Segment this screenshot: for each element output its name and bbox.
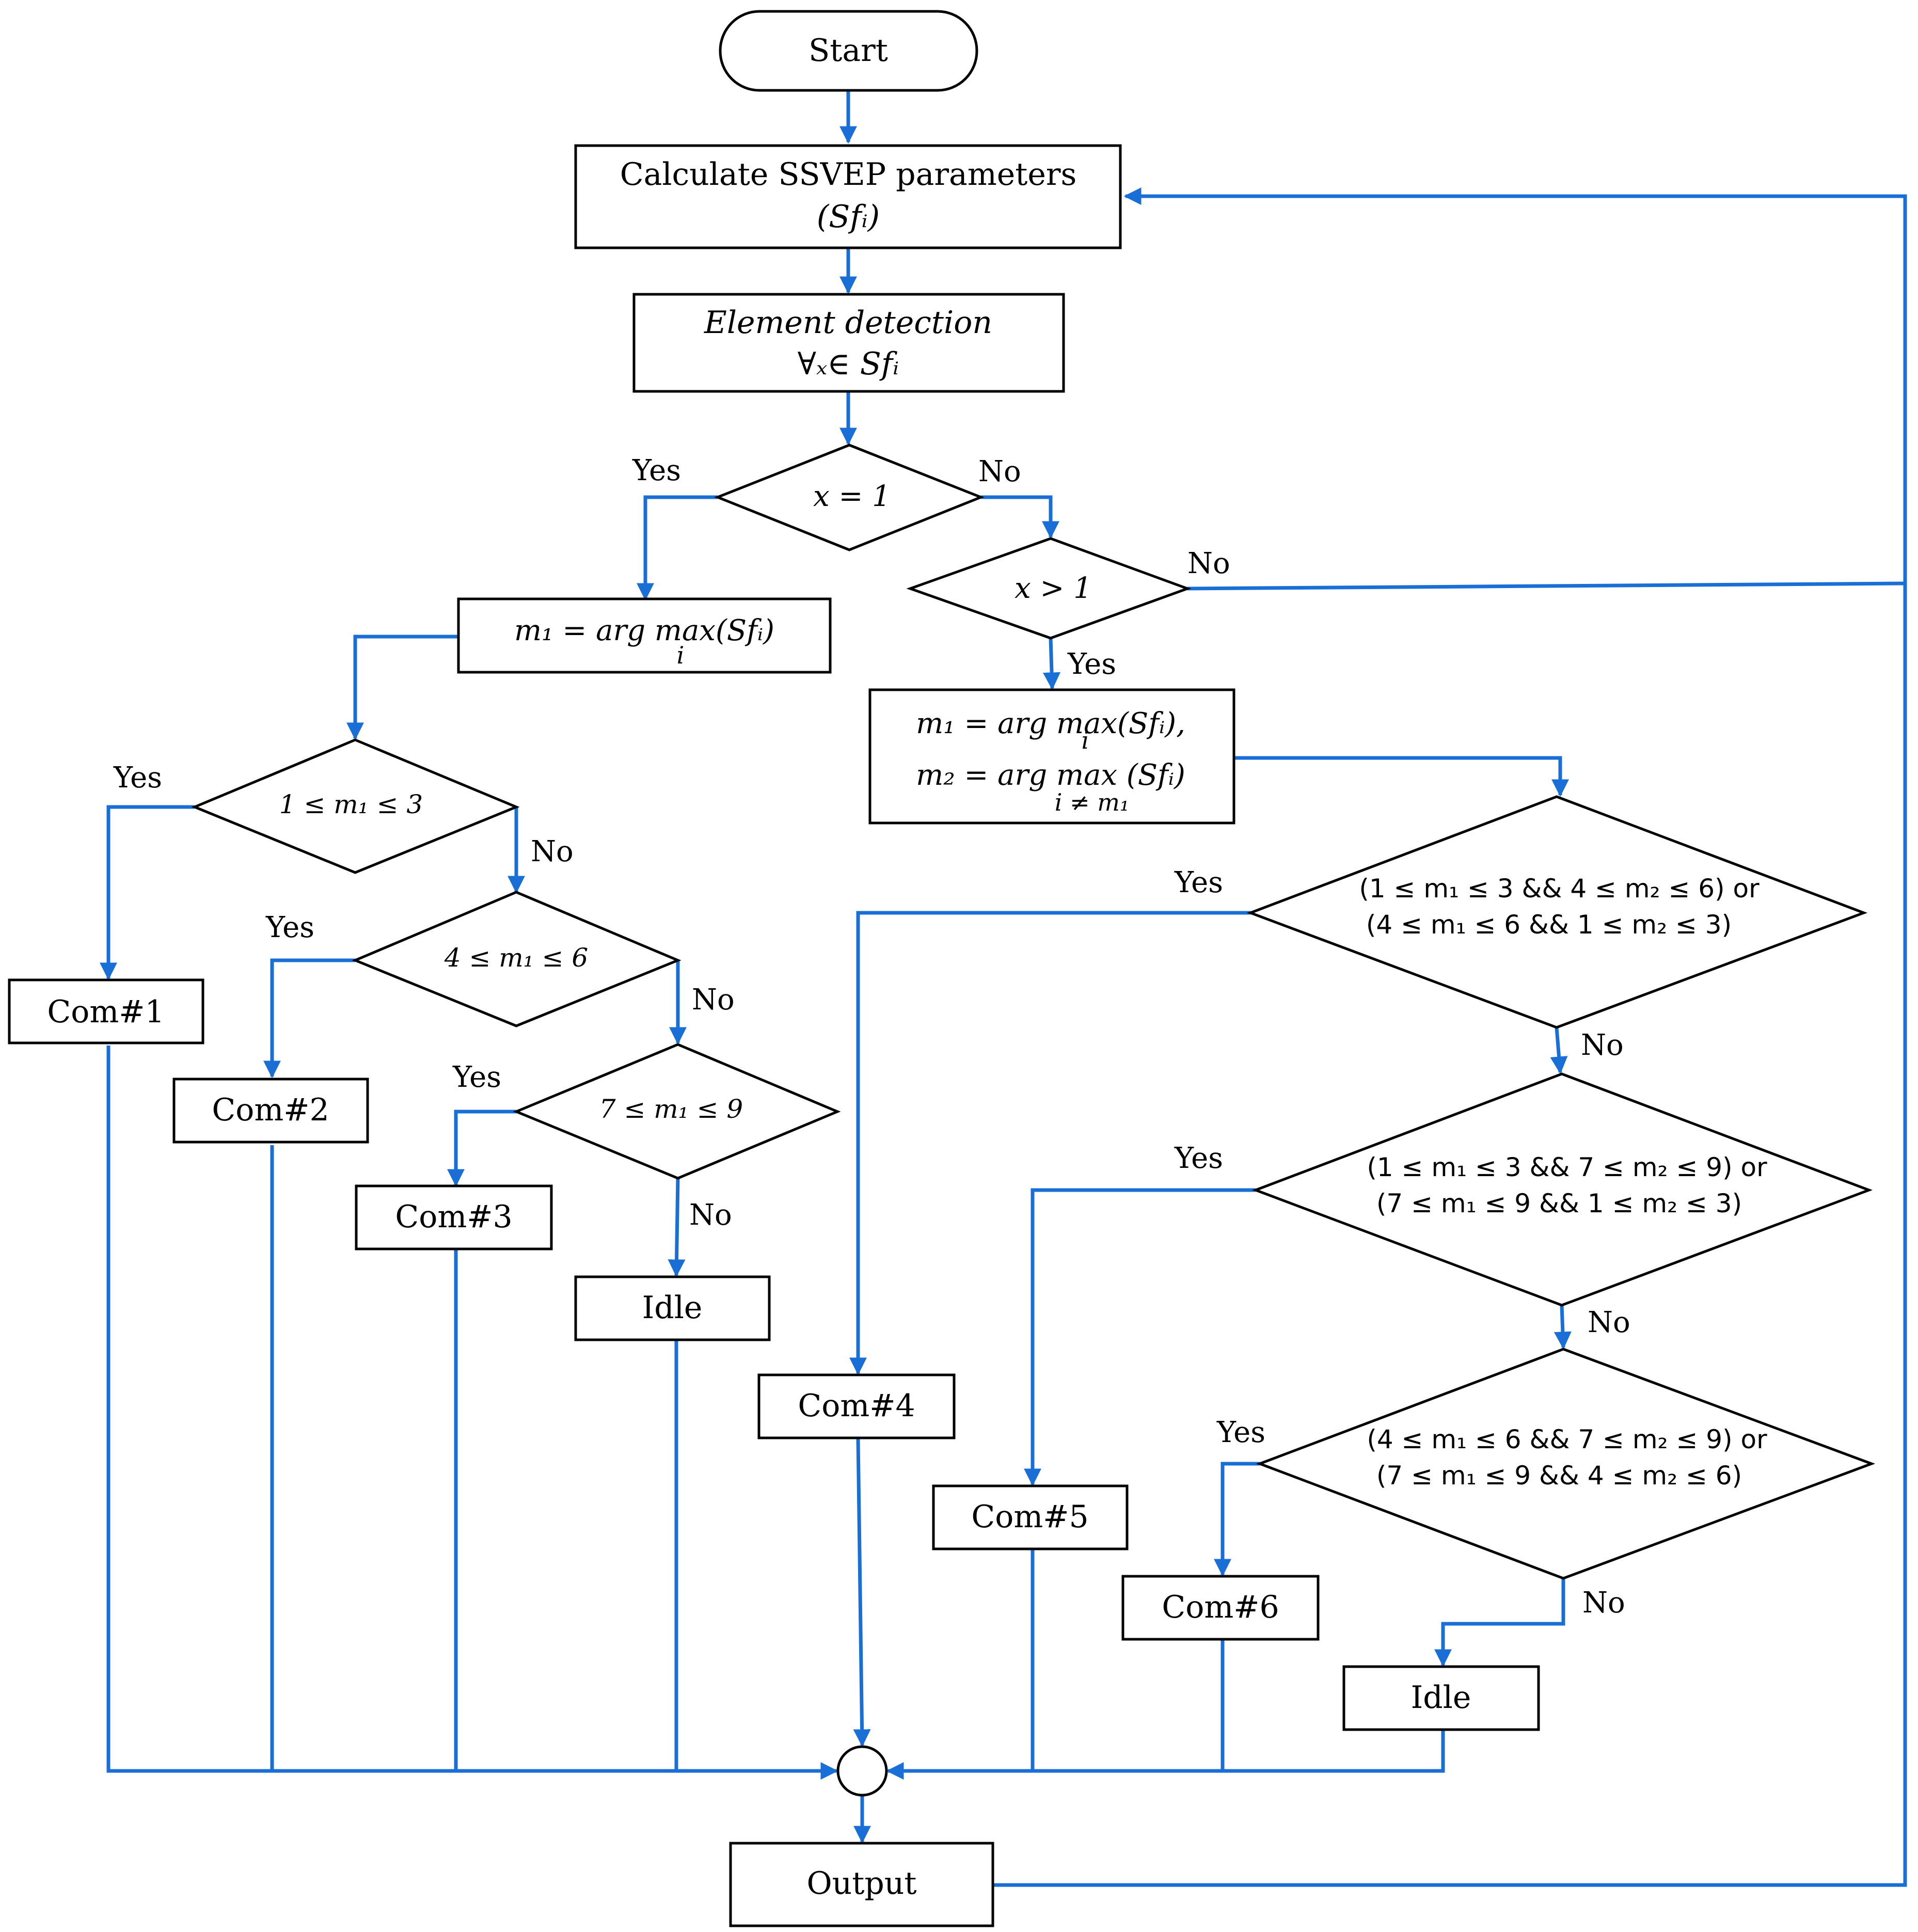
edge-merge-right [886,1730,1445,1780]
edge-x-gt-1-no [1187,581,1906,591]
edge-pa-yes [849,911,1250,1375]
decision-x-gt-1-label: x > 1 [1015,572,1092,605]
label-yes-x-eq-1: Yes [632,454,681,487]
decision-pair-a-line2: (4 ≤ m₁ ≤ 6 && 1 ≤ m₂ ≤ 3) [1366,910,1732,940]
edges [100,90,1907,1887]
decision-x-eq-1-label: x = 1 [813,480,891,513]
decision-pair-b-line2: (7 ≤ m₁ ≤ 9 && 1 ≤ m₂ ≤ 3) [1376,1189,1742,1218]
decision-pair-b: (1 ≤ m₁ ≤ 3 && 7 ≤ m₂ ≤ 9) or (7 ≤ m₁ ≤ … [1251,1072,1873,1307]
decision-pair-b-line1: (1 ≤ m₁ ≤ 3 && 7 ≤ m₂ ≤ 9) or [1367,1152,1767,1182]
node-com1: Com#1 [8,978,204,1044]
decision-pair-c-line2: (7 ≤ m₁ ≤ 9 && 4 ≤ m₂ ≤ 6) [1376,1461,1742,1491]
com5-label: Com#5 [971,1499,1088,1535]
label-no-x-eq-1: No [978,455,1021,488]
node-idle-right: Idle [1342,1665,1540,1731]
output-label: Output [806,1865,916,1902]
edge-merge-left [106,1046,838,1780]
node-com4: Com#4 [757,1373,956,1439]
label-no-1-3: No [531,835,574,868]
edge-d13-yes [100,805,195,980]
edge-x-gt-1-yes [1043,638,1061,690]
calc-label-line1: Calculate SSVEP parameters [620,156,1077,193]
decision-x-eq-1: x = 1 [714,444,985,551]
label-yes-pair-b: Yes [1174,1142,1223,1175]
decision-x-gt-1: x > 1 [906,537,1192,640]
start-label: Start [809,33,888,69]
decision-pair-a-line1: (1 ≤ m₁ ≤ 3 && 4 ≤ m₂ ≤ 6) or [1359,874,1760,904]
decision-m1-4-6-label: 4 ≤ m₁ ≤ 6 [444,943,588,973]
com1-label: Com#1 [47,994,164,1030]
label-no-pair-c: No [1582,1586,1625,1620]
node-com2: Com#2 [172,1078,369,1144]
label-no-4-6: No [692,983,735,1017]
decision-m1-7-9: 7 ≤ m₁ ≤ 9 [513,1043,841,1180]
edge-pa-no [1550,1027,1568,1074]
idle-left-label: Idle [642,1290,703,1326]
node-merge-junction [836,1745,888,1797]
node-element-detection: Element detection ∀ₓ∈ Sfᵢ [632,293,1065,393]
edge-m1m2-to-pa [1234,756,1569,797]
calc-label-line2: (Sfᵢ) [817,199,880,235]
detect-label-line1: Element detection [704,305,992,341]
node-m1-m2-argmax: m₁ = arg max(Sfᵢ), i m₂ = arg max (Sfᵢ) … [868,688,1235,825]
edge-d79-no [668,1178,686,1277]
edge-d46-yes [263,958,355,1079]
edge-pc-yes [1214,1462,1260,1577]
com3-label: Com#3 [395,1199,512,1235]
node-m1-argmax: m₁ = arg max(Sfᵢ) i [457,597,832,674]
label-yes-4-6: Yes [265,911,314,944]
decision-pair-c-line1: (4 ≤ m₁ ≤ 6 && 7 ≤ m₂ ≤ 9) or [1367,1424,1767,1454]
edge-x-eq-1-no [981,495,1059,539]
decision-pair-a: (1 ≤ m₁ ≤ 3 && 4 ≤ m₂ ≤ 6) or (4 ≤ m₁ ≤ … [1246,795,1868,1029]
decision-pair-c: (4 ≤ m₁ ≤ 6 && 7 ≤ m₂ ≤ 9) or (7 ≤ m₁ ≤ … [1256,1348,1876,1580]
edge-pc-no [1434,1578,1565,1667]
node-com3: Com#3 [355,1184,553,1250]
edge-com4-down [853,1438,871,1747]
detect-label-line2: ∀ₓ∈ Sfᵢ [798,346,899,382]
node-idle-left: Idle [574,1275,771,1341]
m1m2-label-line2: m₂ = arg max (Sfᵢ) [916,758,1185,792]
m1-argmax-label: m₁ = arg max(Sfᵢ) [514,614,774,647]
decision-m1-1-3: 1 ≤ m₁ ≤ 3 [191,738,520,874]
label-yes-x-gt-1: Yes [1067,647,1116,681]
edge-labels: Yes No No Yes Yes No Yes No Yes No Yes N… [113,454,1630,1620]
idle-right-label: Idle [1411,1680,1471,1716]
node-calculate-params: Calculate SSVEP parameters (Sfᵢ) [574,144,1122,249]
decision-m1-7-9-label: 7 ≤ m₁ ≤ 9 [599,1094,743,1124]
com2-label: Com#2 [212,1092,329,1128]
label-no-7-9: No [689,1198,732,1232]
m1m2-label-line1: m₁ = arg max(Sfᵢ), [916,707,1185,740]
m1-argmax-sub: i [677,641,685,669]
edge-x-eq-1-yes [637,495,718,601]
edge-loop-back [994,187,1907,1887]
node-com6: Com#6 [1121,1575,1320,1641]
com4-label: Com#4 [798,1388,915,1424]
label-yes-7-9: Yes [452,1060,501,1094]
node-output: Output [729,1842,994,1927]
edge-m1-to-d13 [346,635,458,740]
label-no-pair-a: No [1581,1028,1624,1062]
edge-d79-yes [447,1110,516,1187]
label-yes-1-3: Yes [113,761,162,795]
node-start: Start [719,10,978,92]
m1m2-sub1: i [1082,726,1089,754]
m1m2-sub2: i ≠ m₁ [1055,788,1130,816]
label-no-x-gt-1: No [1187,547,1230,580]
node-com5: Com#5 [932,1484,1129,1550]
label-yes-pair-c: Yes [1216,1416,1265,1449]
label-no-pair-b: No [1588,1306,1630,1339]
edge-pb-yes [1024,1188,1256,1486]
decision-m1-4-6: 4 ≤ m₁ ≤ 6 [352,891,681,1027]
decision-m1-1-3-label: 1 ≤ m₁ ≤ 3 [279,789,423,819]
label-yes-pair-a: Yes [1174,866,1223,899]
edge-pb-no [1554,1305,1572,1350]
com6-label: Com#6 [1162,1589,1279,1625]
